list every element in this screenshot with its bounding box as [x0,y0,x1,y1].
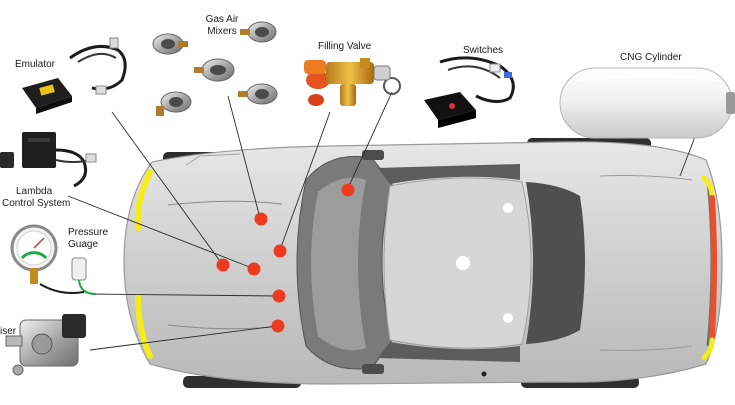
marker-reducer [271,319,285,333]
rear-indicator-bottom [701,337,715,361]
label-lambda-line1: Lambda [16,186,53,197]
label-switches: Switches [463,45,504,56]
leader-cng-cylinder [679,133,697,177]
label-cng-cylinder: CNG Cylinder [620,52,682,63]
leader-gas-air-mixers [227,95,261,219]
filling-valve-icon [304,58,401,106]
leader-switches [347,91,393,189]
marker-gas-air-mixers [254,212,268,226]
hood-crease-top [167,200,283,206]
emulator-icon [22,37,127,114]
label-gas-air-mixers-line1: Gas Air [205,14,239,25]
fuel-cap-dot [481,371,487,377]
rear-indicator-top [701,175,715,199]
component-markers [216,183,355,333]
marker-lambda [247,262,261,276]
leader-lambda [67,195,253,269]
marker-pressure-gauge [272,289,286,303]
car-top-view [123,138,723,388]
lambda-control-icon [0,132,97,188]
switches-icon [424,56,515,128]
leader-lines [67,91,697,351]
label-reducer: iser [0,326,17,337]
side-window-top [378,164,520,184]
trunk-crease-bottom [599,345,693,351]
leader-pressure-gauge [89,293,279,297]
marker-emulator [216,258,230,272]
marker-switches [341,183,355,197]
leader-filling-valve [279,111,331,251]
mirror-bottom [362,364,384,374]
trunk-crease-top [599,175,693,181]
cng-cylinder-icon [559,67,735,139]
leader-emulator [111,111,223,265]
roof-dot-top [503,203,513,213]
label-emulator: Emulator [15,59,56,70]
gas-air-mixers-icon [152,21,278,116]
label-lambda-line2: Control System [2,198,71,209]
pressure-gauge-icon [10,224,97,295]
front-indicator-bottom [135,293,153,359]
fender-line [185,153,241,166]
tail-light [709,195,717,339]
marker-filling-valve [273,244,287,258]
label-pressure-line2: Guage [68,239,99,250]
mirror-top [362,150,384,160]
roof-dot-bottom [503,313,513,323]
leader-reducer [89,325,278,351]
label-filling-valve: Filling Valve [318,41,372,52]
label-gas-air-mixers-line2: Mixers [207,26,237,37]
label-pressure-line1: Pressure [68,227,109,238]
reducer-icon [5,314,86,376]
roof-dot-center [456,256,470,270]
windshield-glass [311,177,366,351]
rear-window [526,182,585,344]
side-window-bottom [378,342,520,362]
